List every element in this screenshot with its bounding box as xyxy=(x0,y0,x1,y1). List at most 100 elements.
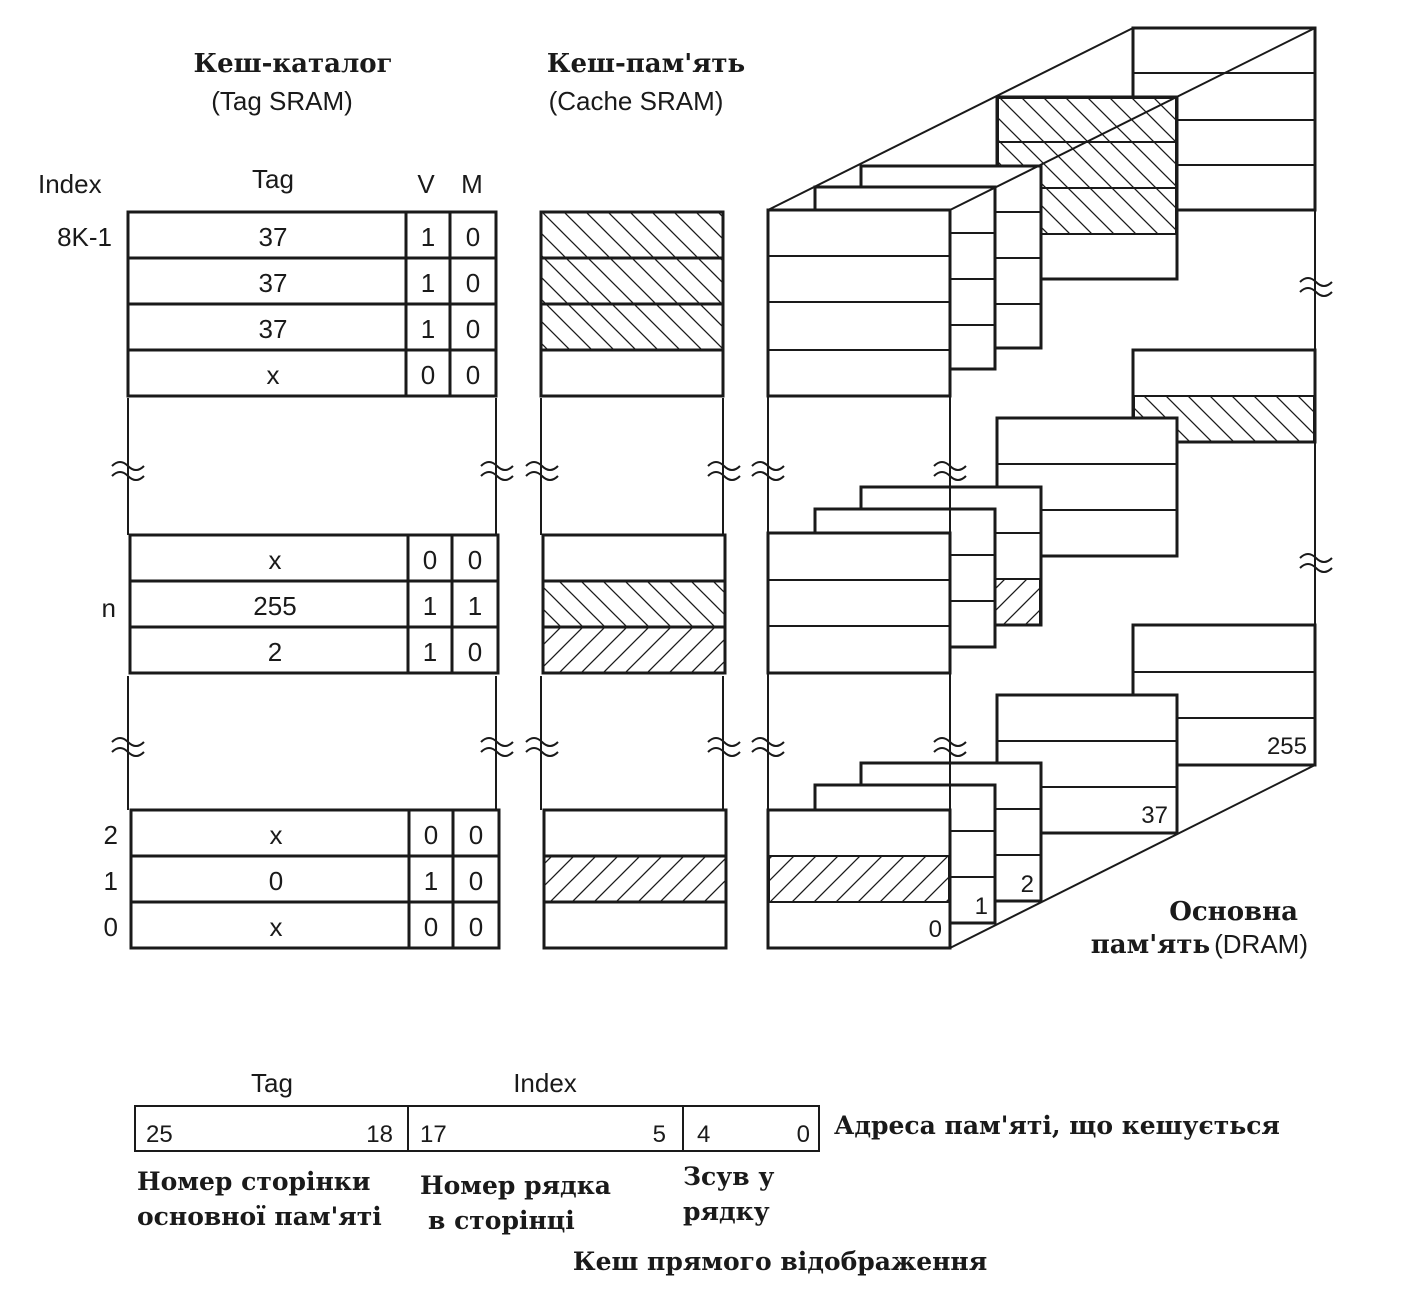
tag-field-description-line1: Номер сторінки xyxy=(137,1167,370,1196)
valid-bit-value: 0 xyxy=(423,545,437,575)
tag-field-high-bit: 25 xyxy=(146,1121,173,1148)
cache-memory-table xyxy=(539,210,728,950)
dram-page-0 xyxy=(766,208,952,950)
tag-field-low-bit: 18 xyxy=(366,1121,393,1148)
modified-bit-value: 0 xyxy=(469,820,483,850)
page-number-0: 0 xyxy=(929,916,942,943)
tag-directory-row: x 0 0 xyxy=(128,533,500,583)
main-memory-label-line2: пам'ять(DRAM) xyxy=(1091,929,1308,960)
tag-cell xyxy=(126,348,408,398)
valid-bit-value: 1 xyxy=(424,866,438,896)
index-field-description-line1: Номер рядка xyxy=(420,1171,611,1200)
address-format: Tag Index 25 18 17 5 4 0 Адреса пам'яті,… xyxy=(134,1068,1280,1276)
valid-bit-value: 1 xyxy=(421,222,435,252)
main-memory-label-dram: (DRAM) xyxy=(1214,929,1308,959)
index-label-2: 2 xyxy=(104,820,118,850)
tag-directory-row: x 0 0 xyxy=(126,348,498,398)
cache-line-row xyxy=(542,808,728,858)
tag-value: 37 xyxy=(259,222,288,252)
modified-column-header: M xyxy=(461,169,483,199)
tag-value: 255 xyxy=(253,591,296,621)
tag-value: 37 xyxy=(259,268,288,298)
cache-line-row xyxy=(539,348,725,398)
valid-bit-value: 1 xyxy=(421,268,435,298)
tag-value: x xyxy=(269,545,282,575)
tag-column-header: Tag xyxy=(252,164,294,194)
valid-bit-value: 0 xyxy=(424,820,438,850)
main-memory-label-word: пам'ять xyxy=(1091,930,1210,960)
tag-cell xyxy=(128,625,410,675)
index-column-header: Index xyxy=(38,169,102,199)
tag-value: 0 xyxy=(269,866,283,896)
valid-bit-value: 1 xyxy=(423,637,437,667)
valid-bit-value: 0 xyxy=(424,912,438,942)
valid-bit-value: 1 xyxy=(421,314,435,344)
index-field-description-line2: в сторінці xyxy=(428,1206,575,1235)
cache-memory-title: Кеш-пам'ять xyxy=(547,49,745,79)
tag-value: 2 xyxy=(268,637,282,667)
tag-cell xyxy=(126,210,408,260)
cache-line-row xyxy=(539,302,725,352)
cache-line-row xyxy=(541,625,727,675)
offset-field-description-line1: Зсув у xyxy=(683,1162,774,1191)
cache-line-row xyxy=(542,854,728,904)
address-caption: Адреса пам'яті, що кешується xyxy=(834,1111,1280,1140)
tag-cell xyxy=(128,579,410,629)
modified-bit-cell xyxy=(451,900,501,950)
main-memory-dram-stack: 0 1 2 37 255 xyxy=(766,26,1317,950)
tag-directory-row: 37 1 0 xyxy=(126,302,498,352)
tag-directory-subtitle: (Tag SRAM) xyxy=(211,86,353,116)
tag-directory-row: 255 1 1 xyxy=(128,579,500,629)
offset-field-low-bit: 0 xyxy=(797,1121,810,1148)
modified-bit-value: 0 xyxy=(466,360,480,390)
index-label-1: 1 xyxy=(104,866,118,896)
valid-bit-cell xyxy=(406,625,454,675)
modified-bit-value: 1 xyxy=(468,591,482,621)
modified-bit-cell xyxy=(450,625,500,675)
address-tag-label: Tag xyxy=(251,1068,293,1098)
cache-line-row xyxy=(541,533,727,583)
valid-column-header: V xyxy=(417,169,435,199)
index-field-high-bit: 17 xyxy=(420,1121,447,1148)
cache-line-row xyxy=(541,579,727,629)
modified-bit-cell xyxy=(448,256,498,306)
valid-bit-cell xyxy=(404,302,452,352)
tag-value: x xyxy=(270,912,283,942)
offset-field-description-line2: рядку xyxy=(683,1197,770,1226)
tag-value: x xyxy=(270,820,283,850)
cache-line-row xyxy=(539,256,725,306)
address-index-label: Index xyxy=(513,1068,577,1098)
modified-bit-value: 0 xyxy=(468,545,482,575)
cache-line-row xyxy=(539,210,725,260)
valid-bit-cell xyxy=(407,808,455,858)
tag-value: x xyxy=(267,360,280,390)
index-field-low-bit: 5 xyxy=(653,1121,666,1148)
main-memory-label-line1: Основна xyxy=(1169,897,1298,927)
page-number-1: 1 xyxy=(975,893,988,920)
modified-bit-value: 0 xyxy=(466,314,480,344)
valid-bit-value: 0 xyxy=(421,360,435,390)
tag-directory-row: x 0 0 xyxy=(129,900,501,950)
tag-field-description-line2: основної пам'яті xyxy=(137,1202,382,1231)
modified-bit-cell xyxy=(451,854,501,904)
modified-bit-cell xyxy=(448,348,498,398)
address-bit-field-box xyxy=(134,1105,820,1152)
tag-cell xyxy=(129,900,411,950)
page-number-255: 255 xyxy=(1267,733,1307,760)
valid-bit-value: 1 xyxy=(423,591,437,621)
offset-field-high-bit: 4 xyxy=(697,1121,710,1148)
modified-bit-value: 0 xyxy=(469,912,483,942)
diagram-caption: Кеш прямого відображення xyxy=(573,1247,987,1276)
tag-value: 37 xyxy=(259,314,288,344)
modified-bit-cell xyxy=(451,808,501,858)
page-number-37: 37 xyxy=(1141,802,1168,829)
index-label-n: n xyxy=(102,593,116,623)
cache-line-row xyxy=(542,900,728,950)
index-label-0: 0 xyxy=(104,912,118,942)
page-number-2: 2 xyxy=(1021,871,1034,898)
